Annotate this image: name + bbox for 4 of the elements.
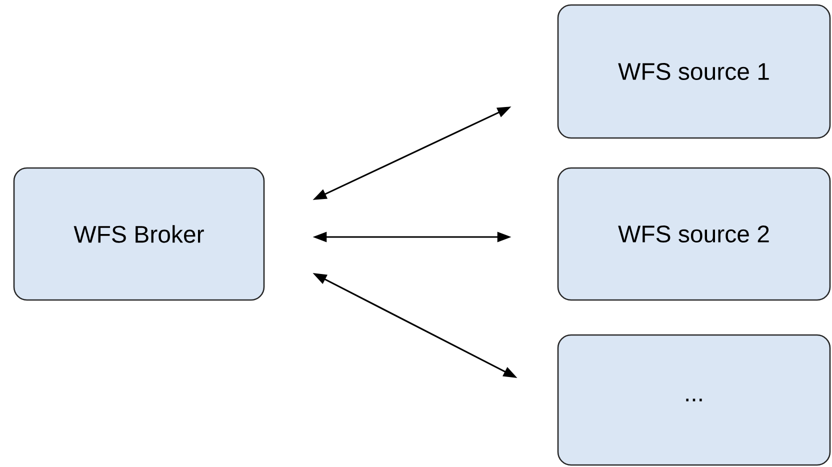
process-box: ... <box>557 334 831 466</box>
process-box: WFS source 1 <box>557 4 831 139</box>
process-box: WFS Broker <box>13 167 265 301</box>
process-box: WFS source 2 <box>557 167 831 301</box>
